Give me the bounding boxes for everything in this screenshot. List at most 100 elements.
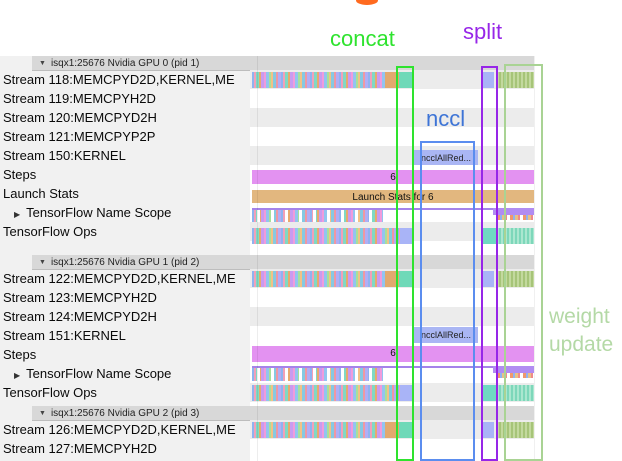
- segment-gpu1-stream-122-3[interactable]: [481, 271, 494, 287]
- row-label-gpu1-tf-name-scope[interactable]: ▶ TensorFlow Name Scope: [0, 364, 248, 383]
- segment-gpu2-stream-126-2[interactable]: [399, 422, 414, 438]
- row-label-text: Launch Stats: [3, 186, 79, 201]
- row-label-gpu0-stream-121: Stream 121:MEMCPYP2P: [0, 127, 248, 146]
- segment-gpu0-stream-118-2[interactable]: [399, 72, 414, 88]
- segment-gpu0-stream-118-1[interactable]: [385, 72, 399, 88]
- segment-gpu2-stream-126-3[interactable]: [481, 422, 494, 438]
- row-label-gpu0-tf-name-scope[interactable]: ▶ TensorFlow Name Scope: [0, 203, 248, 222]
- segment-gpu0-tf-ops-2[interactable]: [483, 228, 497, 244]
- row-label-gpu0-stream-119: Stream 119:MEMCPYH2D: [0, 89, 248, 108]
- section-header-label: isqx1:25676 Nvidia GPU 0 (pid 1): [50, 57, 200, 69]
- segment-gpu1-tf-ops-2[interactable]: [483, 385, 497, 401]
- segment-gpu1-tf-ops-1[interactable]: [400, 385, 413, 401]
- segment-gpu2-stream-126-1[interactable]: [385, 422, 399, 438]
- event-gpu0-launch-stats-0[interactable]: Launch Stats for 6: [252, 190, 534, 205]
- orange-annotation-fragment: [356, 0, 378, 5]
- row-label-gpu0-stream-118: Stream 118:MEMCPYD2D,KERNEL,ME: [0, 70, 248, 89]
- row-label-gpu1-tf-ops: TensorFlow Ops: [0, 383, 248, 402]
- row-label-gpu0-stream-150: Stream 150:KERNEL: [0, 146, 248, 165]
- collapse-triangle-icon[interactable]: ▼: [39, 409, 46, 417]
- track-gpu2-stream-127: [250, 439, 534, 458]
- row-label-gpu0-launch-stats: Launch Stats: [0, 184, 248, 203]
- track-gpu1-stream-123: [250, 288, 534, 307]
- segment-gpu0-tf-ops-1[interactable]: [400, 228, 413, 244]
- event-gpu1-steps-0[interactable]: 6: [252, 346, 534, 362]
- row-label-gpu1-stream-151: Stream 151:KERNEL: [0, 326, 248, 345]
- row-label-text: TensorFlow Ops: [3, 224, 97, 239]
- segment-gpu1-tf-ops-0[interactable]: [252, 385, 400, 401]
- segment-gpu0-stream-118-4[interactable]: [497, 72, 534, 88]
- row-label-gpu0-steps: Steps: [0, 165, 248, 184]
- segment-gpu2-stream-126-4[interactable]: [497, 422, 534, 438]
- event-label: 6: [390, 172, 396, 183]
- expand-triangle-icon[interactable]: ▶: [14, 210, 21, 219]
- row-label-text: Stream 121:MEMCPYP2P: [3, 129, 156, 144]
- section-header-gpu2[interactable]: ▼ isqx1:25676 Nvidia GPU 2 (pid 3): [32, 406, 534, 421]
- trace-end-gridline: [534, 56, 535, 461]
- row-label-gpu1-stream-124: Stream 124:MEMCPYD2H: [0, 307, 248, 326]
- segment-gpu0-tf-ops-3[interactable]: [497, 228, 534, 244]
- event-label: ncclAllRed...: [420, 153, 472, 163]
- row-label-gpu2-stream-126: Stream 126:MEMCPYD2D,KERNEL,ME: [0, 420, 248, 439]
- track-gpu1-stream-124: [250, 307, 534, 326]
- segment-gpu1-stream-122-1[interactable]: [385, 271, 399, 287]
- segment-gpu1-tf-name-scope-1[interactable]: [252, 368, 385, 381]
- weight-update-line2: update: [549, 333, 614, 356]
- collapse-triangle-icon[interactable]: ▼: [39, 59, 46, 67]
- section-header-gpu1[interactable]: ▼ isqx1:25676 Nvidia GPU 1 (pid 2): [32, 255, 534, 270]
- collapse-triangle-icon[interactable]: ▼: [39, 258, 46, 266]
- event-label: Launch Stats for 6: [352, 192, 434, 203]
- track-gpu0-stream-121: [250, 127, 534, 146]
- segment-gpu1-tf-name-scope-3[interactable]: [497, 373, 534, 378]
- section-header-label: isqx1:25676 Nvidia GPU 2 (pid 3): [50, 407, 200, 419]
- row-label-text: Stream 120:MEMCPYD2H: [3, 110, 157, 125]
- row-label-gpu1-stream-123: Stream 123:MEMCPYH2D: [0, 288, 248, 307]
- row-label-text: Steps: [3, 347, 37, 362]
- row-label-text: Stream 118:MEMCPYD2D,KERNEL,ME: [3, 72, 235, 87]
- segment-gpu1-tf-name-scope-2[interactable]: [493, 366, 534, 373]
- section-header-gpu0[interactable]: ▼ isqx1:25676 Nvidia GPU 0 (pid 1): [32, 56, 534, 71]
- event-gpu0-stream-150-0[interactable]: ncclAllRed...: [414, 150, 478, 166]
- segment-gpu1-stream-122-2[interactable]: [399, 271, 414, 287]
- weight-update-annotation-label: weight update: [549, 303, 613, 359]
- weight-update-line1: weight: [549, 305, 610, 328]
- event-label: ncclAllRed...: [420, 330, 472, 340]
- row-label-text: TensorFlow Name Scope: [26, 366, 172, 381]
- row-label-gpu1-stream-122: Stream 122:MEMCPYD2D,KERNEL,ME: [0, 269, 248, 288]
- event-label: 6: [390, 348, 396, 359]
- segment-gpu0-stream-118-3[interactable]: [481, 72, 494, 88]
- event-gpu0-steps-0[interactable]: 6: [252, 170, 534, 186]
- split-annotation-label: split: [463, 19, 503, 44]
- track-gpu1-stream-151: [250, 326, 534, 345]
- segment-gpu1-stream-122-4[interactable]: [497, 271, 534, 287]
- segment-gpu0-tf-name-scope-3[interactable]: [497, 215, 534, 220]
- section-header-label: isqx1:25676 Nvidia GPU 1 (pid 2): [50, 256, 200, 268]
- row-label-gpu0-tf-ops: TensorFlow Ops: [0, 222, 248, 241]
- segment-gpu0-tf-name-scope-0[interactable]: [252, 208, 534, 210]
- row-label-gpu2-stream-127: Stream 127:MEMCPYH2D: [0, 439, 248, 458]
- track-gpu0-stream-119: [250, 89, 534, 108]
- row-label-text: Stream 124:MEMCPYD2H: [3, 309, 157, 324]
- event-gpu1-stream-151-0[interactable]: ncclAllRed...: [414, 327, 478, 343]
- segment-gpu1-tf-name-scope-0[interactable]: [252, 366, 534, 368]
- row-label-text: Stream 122:MEMCPYD2D,KERNEL,ME: [3, 271, 236, 286]
- row-label-gpu0-stream-120: Stream 120:MEMCPYD2H: [0, 108, 248, 127]
- track-gpu0-stream-120: [250, 108, 534, 127]
- expand-triangle-icon[interactable]: ▶: [14, 371, 21, 380]
- row-label-text: Stream 119:MEMCPYH2D: [3, 91, 156, 106]
- time-gridline: [257, 56, 258, 461]
- segment-gpu1-tf-ops-3[interactable]: [497, 385, 534, 401]
- segment-gpu2-stream-126-0[interactable]: [252, 422, 385, 438]
- row-label-text: TensorFlow Name Scope: [26, 205, 172, 220]
- segment-gpu0-tf-name-scope-1[interactable]: [252, 210, 385, 223]
- row-label-text: Stream 127:MEMCPYH2D: [3, 441, 157, 456]
- segment-gpu0-stream-118-0[interactable]: [252, 72, 385, 88]
- segment-gpu0-tf-ops-0[interactable]: [252, 228, 400, 244]
- segment-gpu0-tf-name-scope-2[interactable]: [493, 208, 534, 215]
- row-label-text: Stream 123:MEMCPYH2D: [3, 290, 157, 305]
- segment-gpu1-stream-122-0[interactable]: [252, 271, 385, 287]
- row-label-text: Stream 126:MEMCPYD2D,KERNEL,ME: [3, 422, 236, 437]
- row-label-gpu1-steps: Steps: [0, 345, 248, 364]
- track-gpu0-stream-150: [250, 146, 534, 165]
